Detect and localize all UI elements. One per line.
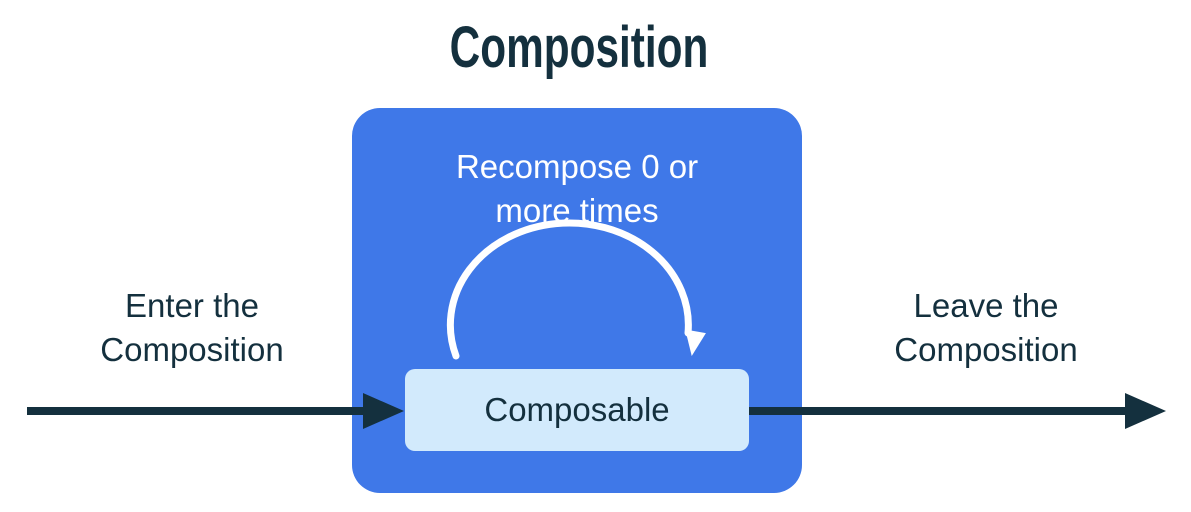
enter-composition-label: Enter the Composition	[100, 287, 284, 368]
exit-arrow-icon	[749, 393, 1166, 429]
exit-arrowhead	[1125, 393, 1166, 429]
leave-composition-label: Leave the Composition	[894, 287, 1078, 368]
recompose-label: Recompose 0 or more times	[455, 148, 699, 229]
enter-arrow-icon	[27, 393, 404, 429]
composable-label: Composable	[484, 391, 670, 428]
diagram-title: Composition	[449, 15, 709, 80]
composable-box: Composable	[405, 369, 749, 451]
